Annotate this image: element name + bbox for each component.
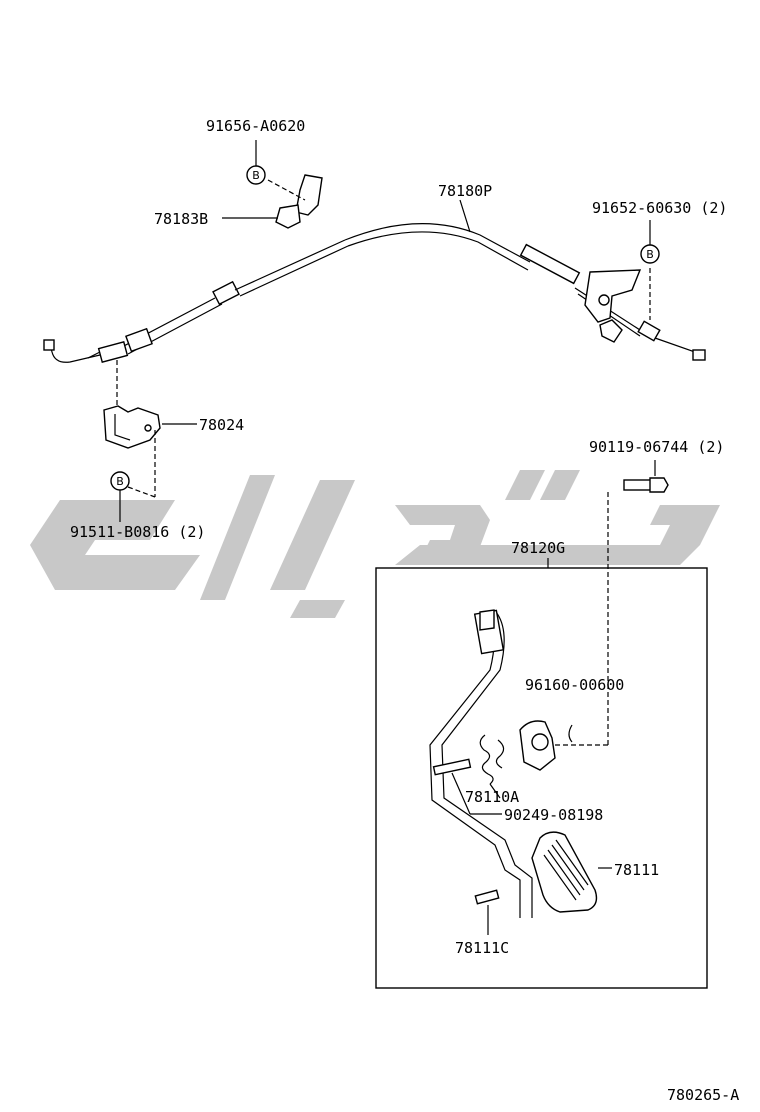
leader-78180P	[459, 199, 471, 233]
label-78024: 78024	[199, 416, 244, 434]
label-78111C: 78111C	[455, 939, 509, 957]
label-91656-A0620: 91656-A0620	[206, 117, 305, 135]
bushing-96160	[519, 720, 573, 771]
pedal-assembly-box	[375, 567, 708, 989]
bolt-marker-label: B	[252, 169, 260, 182]
bolt-marker-label: B	[116, 475, 124, 488]
label-91652-60630: 91652-60630 (2)	[592, 199, 727, 217]
label-78110A: 78110A	[465, 788, 519, 806]
pedal-pad-78111	[531, 831, 612, 913]
bolt-marker-91652: B	[640, 220, 660, 264]
label-78183B: 78183B	[154, 210, 208, 228]
bolt-marker-91656: B	[246, 140, 266, 185]
label-78120G: 78120G	[511, 539, 565, 557]
spring-78110A	[479, 734, 505, 799]
cable-clamp-78183B	[267, 174, 323, 229]
figure-id: 780265-A	[667, 1086, 739, 1104]
label-78111: 78111	[614, 861, 659, 879]
bolt-marker-91511: B	[110, 471, 130, 522]
label-90119-06744: 90119-06744 (2)	[589, 438, 724, 456]
bolt-marker-label: B	[646, 248, 654, 261]
label-96160-00600: 96160-00600	[525, 676, 624, 694]
watermark-logo	[30, 470, 720, 618]
pin-90249	[432, 758, 502, 815]
pin-78111C	[474, 889, 500, 935]
pedal-arm	[429, 609, 533, 918]
cable-bracket-78024	[103, 360, 161, 498]
screw-90119	[555, 460, 669, 746]
label-90249-08198: 90249-08198	[504, 806, 603, 824]
cable-bracket-right	[584, 268, 651, 343]
label-91511-B0816: 91511-B0816 (2)	[70, 523, 205, 541]
label-78180P: 78180P	[438, 182, 492, 200]
